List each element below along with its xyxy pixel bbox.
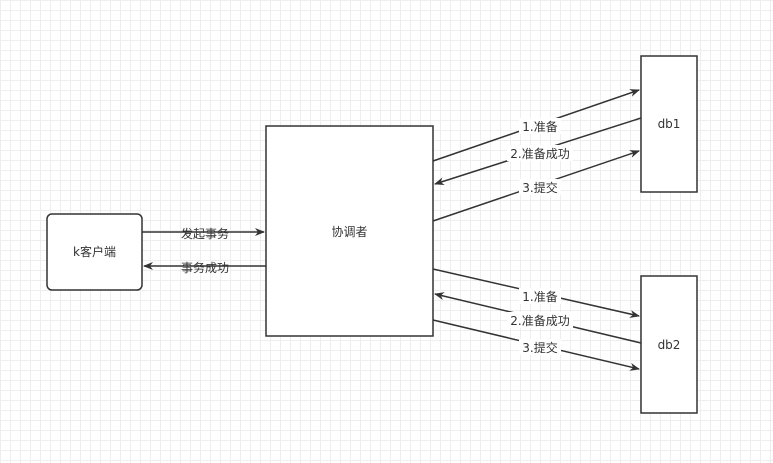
edge-label-db2-commit: 3.提交 bbox=[522, 340, 557, 355]
client-label: k客户端 bbox=[73, 244, 116, 259]
edge-label-db2-prepare-success: 2.准备成功 bbox=[510, 314, 569, 328]
edge-label-transaction-success: 事务成功 bbox=[181, 260, 229, 275]
edge-transaction-success: 事务成功 bbox=[143, 260, 266, 275]
edge-db1-commit: 3.提交 bbox=[432, 150, 640, 222]
edge-db1-prepare-success: 2.准备成功 bbox=[434, 117, 642, 186]
client-node[interactable]: k客户端 bbox=[46, 213, 143, 291]
edge-label-db2-prepare: 1.准备 bbox=[522, 290, 557, 304]
edge-begin-transaction: 发起事务 bbox=[142, 226, 265, 241]
edge-db2-prepare-success: 2.准备成功 bbox=[434, 292, 642, 344]
edge-db1-prepare: 1.准备 bbox=[432, 89, 640, 162]
edge-db2-prepare: 1.准备 bbox=[432, 268, 640, 318]
edge-label-db1-prepare-success: 2.准备成功 bbox=[510, 147, 569, 161]
db1-label: db1 bbox=[658, 117, 681, 131]
db1-node[interactable]: db1 bbox=[640, 55, 698, 193]
edge-label-db1-commit: 3.提交 bbox=[522, 180, 557, 195]
edge-label-begin-transaction: 发起事务 bbox=[181, 226, 229, 241]
db2-node[interactable]: db2 bbox=[640, 275, 698, 414]
db2-label: db2 bbox=[658, 338, 681, 352]
edge-db2-commit: 3.提交 bbox=[432, 319, 640, 371]
edge-label-db1-prepare: 1.准备 bbox=[522, 120, 557, 134]
coordinator-node[interactable]: 协调者 bbox=[265, 125, 434, 337]
coordinator-label: 协调者 bbox=[331, 224, 367, 239]
